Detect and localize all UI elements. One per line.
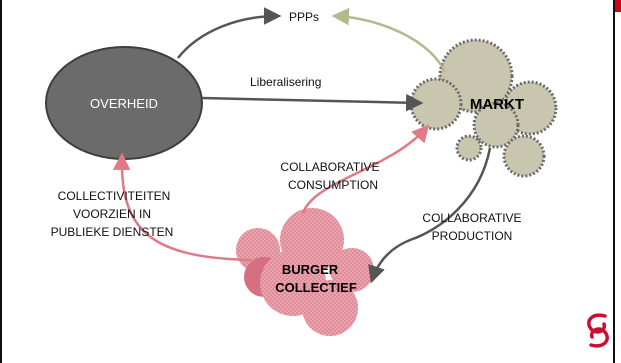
cc-logo-icon — [587, 313, 609, 348]
arrow-overheid-ppps — [177, 7, 282, 59]
burger-collectief-cloud — [236, 208, 374, 336]
overheid-label: OVERHEID — [90, 96, 158, 111]
collaborative-production-label-line2: PRODUCTION — [432, 229, 513, 243]
liberalisering-label: Liberalisering — [250, 75, 321, 89]
arrow-collaborative-production — [368, 147, 492, 284]
collectiviteiten-label-line2: VOORZIEN IN — [73, 207, 151, 221]
collaborative-consumption-label-line2: CONSUMPTION — [288, 178, 378, 192]
burger-collectief-label-line2: COLLECTIEF — [275, 280, 357, 295]
collaborative-consumption-label-line1: COLLABORATIVE — [280, 160, 379, 174]
arrow-markt-ppps — [331, 7, 447, 73]
collectiviteiten-label-line3: PUBLIEKE DIENSTEN — [51, 225, 174, 239]
burger-collectief-label-line1: BURGER — [282, 262, 339, 277]
frame-left-border — [0, 0, 2, 363]
markt-cloud — [409, 38, 558, 178]
arrow-liberalisering — [201, 93, 424, 112]
arrow-collaborative-consumption — [301, 124, 430, 214]
frame-right-border — [613, 0, 615, 363]
ppps-label: PPPs — [289, 10, 319, 24]
frame-red-accent — [615, 0, 621, 12]
collaborative-production-label-line1: COLLABORATIVE — [422, 211, 521, 225]
collectiviteiten-label-line1: COLLECTIVITEITEN — [58, 189, 171, 203]
arrow-collectiviteiten — [112, 152, 253, 262]
markt-label: MARKT — [470, 96, 524, 113]
